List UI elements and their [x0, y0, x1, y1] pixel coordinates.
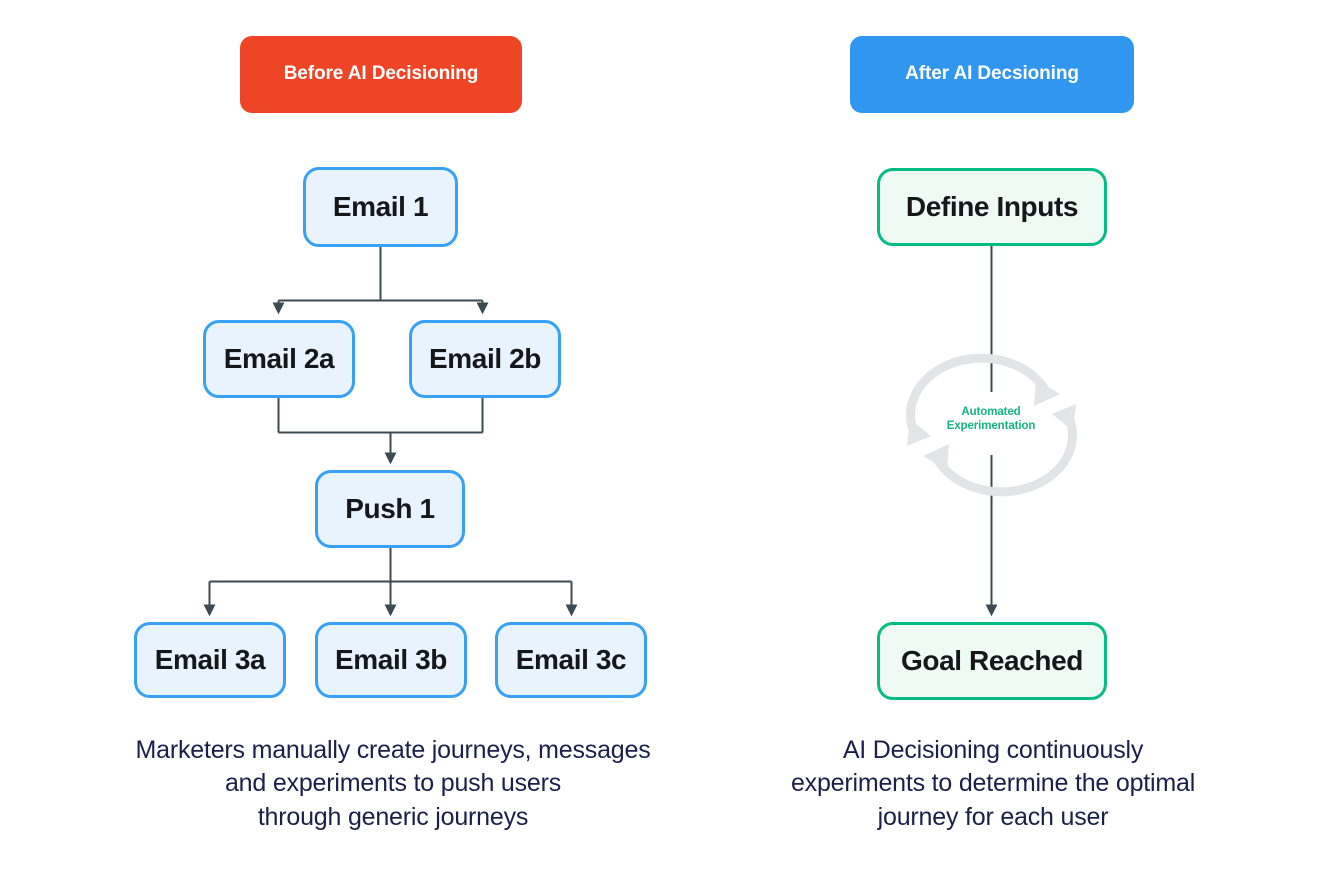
- node-push-1[interactable]: Push 1: [315, 470, 465, 548]
- node-email-3b[interactable]: Email 3b: [315, 622, 467, 698]
- automated-experimentation-label: Automated Experimentation: [931, 405, 1051, 434]
- node-define-inputs[interactable]: Define Inputs: [877, 168, 1107, 246]
- node-goal-reached[interactable]: Goal Reached: [877, 622, 1107, 700]
- right-caption-line-3: journey for each user: [877, 802, 1109, 831]
- right-caption: AI Decisioning continuously experiments …: [748, 734, 1238, 834]
- node-email-2b[interactable]: Email 2b: [409, 320, 561, 398]
- cycle-label-line-2: Experimentation: [946, 420, 1036, 433]
- before-ai-decisioning-header: Before AI Decisioning: [240, 36, 522, 113]
- node-email-3c[interactable]: Email 3c: [495, 622, 647, 698]
- after-ai-decisioning-header: After AI Decsioning: [850, 36, 1134, 113]
- left-caption-line-1: Marketers manually create journeys, mess…: [135, 736, 651, 764]
- left-caption-line-2: and experiments to push users: [224, 769, 562, 798]
- node-email-3a[interactable]: Email 3a: [134, 622, 286, 698]
- node-email-2a[interactable]: Email 2a: [203, 320, 355, 398]
- right-caption-line-1: AI Decisioning continuously: [842, 736, 1144, 764]
- cycle-label-line-1: Automated: [961, 406, 1021, 418]
- left-caption-line-3: through generic journeys: [257, 802, 529, 831]
- right-caption-line-2: experiments to determine the optimal: [790, 769, 1196, 798]
- node-email-1[interactable]: Email 1: [303, 167, 458, 247]
- left-caption: Marketers manually create journeys, mess…: [88, 734, 698, 834]
